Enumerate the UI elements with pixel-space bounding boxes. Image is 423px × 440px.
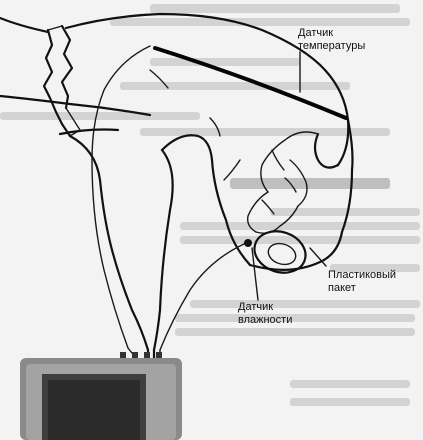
plastic-bag-label-line2: пакет <box>328 282 356 294</box>
measurement-device <box>20 352 182 440</box>
temperature-sensor-label-line1: Датчик <box>298 27 333 39</box>
plastic-bag-label-line1: Пластиковый <box>328 269 396 281</box>
temperature-sensor-label-line2: температуры <box>298 40 365 52</box>
humidity-sensor-label-line1: Датчик <box>238 301 273 313</box>
humidity-sensor-label-line2: влажности <box>238 314 292 326</box>
